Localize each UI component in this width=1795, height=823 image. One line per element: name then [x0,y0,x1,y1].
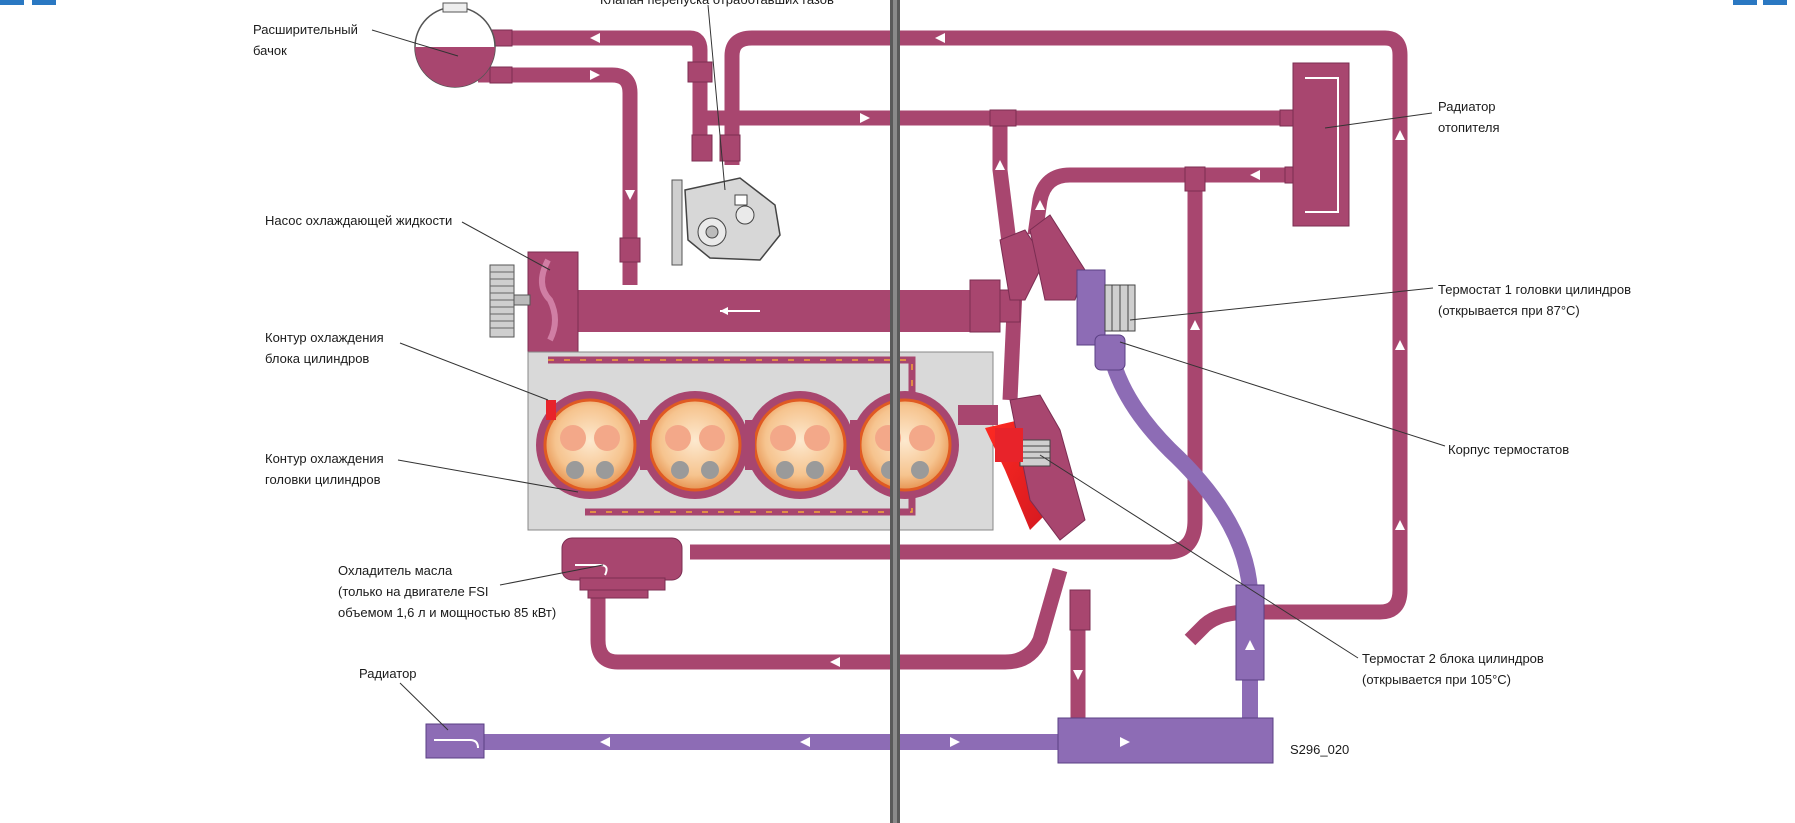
pipe-sleeves [489,29,1300,631]
label-thermostat-2: Термостат 2 блока цилиндров (открывается… [1362,651,1544,687]
label-bypass-valve: Клапан перепуска отработавших газов [600,0,834,10]
engine-block [527,351,998,531]
coolant-pump [489,251,579,353]
corner-tab-left-2 [32,0,56,5]
thermostat-housing-flange [969,279,1001,333]
label-heater-radiator: Радиатор отопителя [1438,99,1500,135]
label-oil-cooler: Охладитель масла (только на двигателе FS… [338,563,557,620]
flow-arrows [590,33,1405,747]
heater-radiator [1292,62,1350,227]
corner-tab-right-2 [1763,0,1787,5]
corner-tab-left [0,0,24,5]
label-thermostat-1: Термостат 1 головки цилиндров (открывает… [1438,282,1632,318]
expansion-tank [414,2,496,88]
label-radiator: Радиатор [359,666,417,681]
thermostat-outlet-hose [1094,334,1126,371]
label-thermostat-housing: Корпус термостатов [1448,442,1570,457]
oil-cooler [561,537,683,599]
label-expansion-tank: Расширительный бачок [253,22,358,58]
label-coolant-pump: Насос охлаждающей жидкости [265,213,453,228]
hot-coolant-pipes [478,30,1408,725]
figure-code: S296_020 [1290,742,1350,757]
corner-tab-right [1733,0,1757,5]
egr-bypass-valve [671,177,781,266]
head-main-pipe [575,290,985,332]
leader-lines [371,4,1446,731]
thermostat-2 [1019,439,1051,467]
cylinders [536,391,959,499]
radiator-return-mixer [1057,717,1274,764]
label-block-circuit: Контур охлаждения блока цилиндров [265,330,384,366]
label-head-circuit: Контур охлаждения головки цилиндров [265,451,384,487]
thermostat-1 [1076,269,1136,346]
